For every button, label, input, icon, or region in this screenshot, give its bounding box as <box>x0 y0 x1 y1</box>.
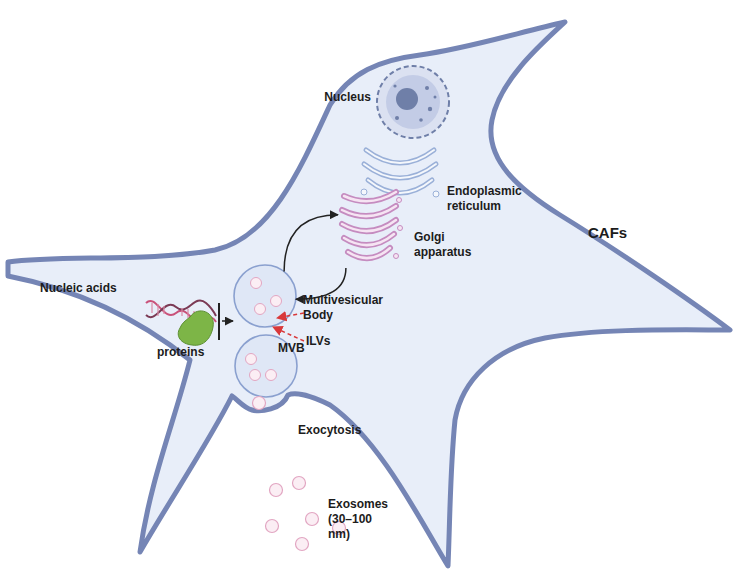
nucleus-organelle-part <box>377 66 449 138</box>
organelle-label: MVB <box>278 341 318 356</box>
exosome-group <box>253 397 346 551</box>
er-organelle-part <box>368 180 432 193</box>
mvb-circle-part <box>250 370 261 381</box>
organelle-node: Endoplasmic reticulum <box>360 142 440 220</box>
nucleus-organelle <box>375 64 451 140</box>
golgi-organelle-part <box>394 254 399 259</box>
golgi-organelle-part <box>344 192 396 201</box>
golgi-organelle-part <box>342 206 396 216</box>
annotation-label: Exosomes (30–100 nm) <box>328 497 392 542</box>
dna-helix <box>146 301 216 324</box>
ilv-arrow <box>277 313 304 318</box>
dna-strand <box>146 301 216 323</box>
er-organelle-part <box>364 164 436 178</box>
organelle-label: Golgi apparatus <box>414 230 488 260</box>
transport-arrow <box>296 268 346 299</box>
organelle-node: Multivesicular Body <box>232 263 298 329</box>
er-organelle-part <box>368 180 432 193</box>
mvb-circle-part <box>271 296 282 307</box>
golgi-organelle <box>338 186 404 268</box>
er-organelle-part <box>361 189 367 195</box>
golgi-organelle-part <box>342 206 396 216</box>
er-organelle-part <box>364 164 436 178</box>
nucleus-organelle-part <box>434 96 437 99</box>
golgi-organelle-part <box>342 220 396 231</box>
mvb-circle <box>232 263 298 329</box>
exosome <box>293 477 306 490</box>
dna-rungs <box>152 303 200 322</box>
exosome <box>270 484 283 497</box>
nucleus-organelle-part <box>386 75 440 129</box>
golgi-organelle-part <box>342 220 396 231</box>
nucleus-organelle-part <box>419 118 423 122</box>
protein-blob <box>178 311 213 345</box>
er-organelle-part <box>364 150 436 193</box>
golgi-organelle-part <box>348 248 390 258</box>
ilv-arrow <box>273 327 304 341</box>
organelle-label: Multivesicular Body <box>303 293 395 323</box>
dna-strand <box>146 301 216 318</box>
organelle-node: Nucleus <box>375 64 451 140</box>
mvb-circle-part <box>246 354 257 365</box>
organelle-node: MVB <box>233 333 299 399</box>
er-organelle-part <box>433 191 439 197</box>
barrier-bar <box>218 303 220 340</box>
nucleus-organelle-part <box>428 107 432 111</box>
exosome <box>333 522 346 535</box>
er-organelle-part <box>366 150 434 163</box>
cell-label: CAFs <box>588 224 648 243</box>
golgi-organelle-part <box>397 198 402 203</box>
golgi-organelle-part <box>344 192 396 201</box>
organelle-label: Endoplasmic reticulum <box>447 184 533 214</box>
golgi-organelle-part <box>348 248 390 258</box>
organelle-label: Nucleus <box>311 90 371 105</box>
import-arrow <box>222 320 233 322</box>
nucleus-organelle-part <box>425 86 429 90</box>
er-organelle-part <box>366 150 434 163</box>
nucleus-organelle-part <box>393 84 396 87</box>
nucleus-organelle-part <box>396 88 418 110</box>
golgi-organelle-part <box>344 234 394 245</box>
er-organelle <box>360 142 440 220</box>
cell-outline-part <box>8 22 730 566</box>
exosome <box>253 397 266 410</box>
mvb-circle-part <box>251 278 262 289</box>
exosome <box>306 513 319 526</box>
mvb-circle-part <box>255 304 266 315</box>
mvb-circle-part <box>266 370 277 381</box>
golgi-organelle-part <box>398 226 403 231</box>
exosome <box>266 520 279 533</box>
nucleus-organelle-part <box>395 116 399 120</box>
exosome <box>296 538 309 551</box>
mvb-circle-part <box>234 265 296 327</box>
transport-arrow <box>284 215 338 272</box>
golgi-organelle-part <box>342 192 396 258</box>
organelle-node: Golgi apparatus <box>338 186 404 268</box>
golgi-organelle-part <box>344 234 394 245</box>
